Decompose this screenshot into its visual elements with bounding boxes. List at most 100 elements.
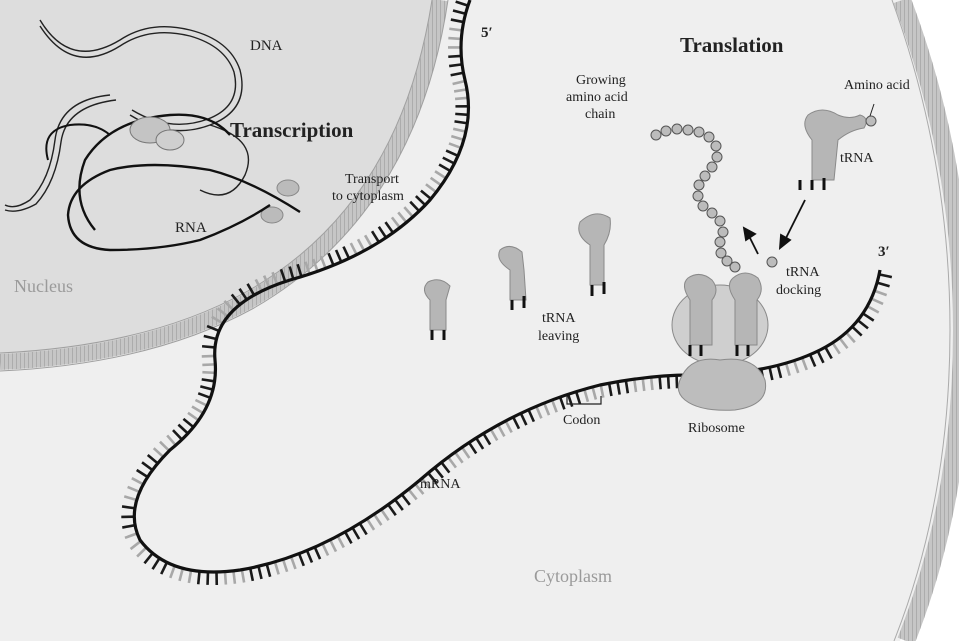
mrna-base — [857, 319, 869, 330]
mrna-base — [838, 337, 849, 350]
mrna-base — [351, 527, 361, 540]
cytoplasm-label: Cytoplasm — [534, 566, 612, 586]
mrna-base — [448, 36, 462, 41]
amino-acid-bead — [697, 200, 709, 212]
mrna-base — [131, 477, 144, 486]
mrna-base — [535, 405, 543, 419]
mrna-base — [334, 249, 343, 263]
mrna-base — [152, 447, 165, 458]
mrna-base — [123, 495, 138, 502]
amino-acid-bead — [721, 255, 733, 267]
amino-acid-bead-docking — [766, 256, 778, 268]
mrna-base — [482, 432, 492, 446]
amino-acid-pointer — [869, 103, 875, 117]
mrna-base — [342, 246, 351, 259]
mrna-base — [824, 346, 833, 360]
trna-leaving-label-1: tRNA — [542, 311, 576, 326]
amino-acid-bead — [706, 161, 718, 173]
mrna-base — [450, 134, 465, 142]
mrna-base — [873, 289, 888, 297]
mrna-base — [380, 508, 390, 521]
amino-acid-bead — [711, 151, 723, 163]
mrna-base — [377, 226, 388, 239]
amino-acid-bead — [693, 126, 705, 138]
mrna-base — [414, 483, 425, 495]
mrna-base — [851, 325, 863, 337]
mrna-base — [248, 567, 255, 582]
trna-docking-label-2: docking — [776, 283, 821, 298]
mrna-base — [403, 206, 414, 218]
mrna-base — [169, 565, 176, 579]
mrna-base — [433, 466, 444, 479]
mrna-base — [281, 558, 289, 573]
mrna-base — [666, 375, 671, 389]
amino-acid-bead — [699, 170, 711, 182]
nuclear-rna — [66, 163, 301, 252]
trna-leaving-label-2: leaving — [538, 329, 579, 344]
mrna-base — [313, 546, 322, 560]
amino-acid-bead — [660, 125, 672, 137]
mrna-base — [448, 142, 462, 150]
mrna-base — [449, 27, 463, 32]
mrna-base — [390, 216, 401, 229]
mrna-base — [297, 553, 305, 567]
mrna-base — [658, 376, 662, 390]
mrna-base — [289, 556, 297, 570]
mrna-base — [496, 424, 506, 437]
mrna-base — [519, 412, 528, 426]
mrna-base — [199, 385, 214, 391]
mrna-base — [201, 344, 216, 349]
mrna-base — [230, 293, 241, 306]
mrna-base — [397, 211, 408, 224]
mrna-base — [475, 437, 485, 450]
mrna-base — [336, 535, 345, 549]
mrna-base — [178, 567, 185, 582]
mrna-base — [201, 378, 215, 383]
ribosome-label: Ribosome — [688, 421, 745, 436]
mrna-base — [370, 230, 380, 243]
codon-bracket — [566, 396, 602, 405]
mrna-base — [232, 570, 237, 584]
mrna-base — [420, 477, 432, 490]
mrna-base — [816, 350, 825, 364]
mrna-base — [414, 195, 427, 207]
mrna-base — [223, 300, 235, 312]
mrna-base — [452, 127, 467, 133]
mrna-base — [246, 283, 256, 296]
mrna-base — [358, 522, 368, 536]
mrna-base — [776, 365, 783, 379]
five-prime-label: 5′ — [481, 25, 493, 41]
mrna-base — [447, 456, 457, 469]
mrna-base — [440, 461, 451, 474]
mrna-base — [792, 360, 800, 374]
mrna-base — [387, 503, 397, 516]
mrna-base — [257, 565, 263, 580]
mrna-base — [216, 307, 229, 318]
mrna-base — [616, 381, 621, 395]
amino-acid-bead — [714, 215, 726, 227]
mrna-base — [223, 571, 228, 585]
amino-acid-bead — [671, 123, 683, 135]
mrna-base — [305, 550, 314, 564]
amino-acid-bead — [682, 124, 694, 136]
nucleus-label: Nucleus — [14, 276, 73, 296]
mrna-base — [808, 354, 817, 368]
mrna-base — [866, 305, 880, 314]
dna-label: DNA — [250, 38, 283, 54]
mrna-base — [373, 513, 383, 526]
mrna-base — [425, 183, 438, 194]
growing-label-2: amino acid — [566, 90, 628, 105]
mrna-base — [878, 273, 893, 279]
mrna-base — [262, 275, 271, 289]
nuclear-pore — [260, 179, 300, 224]
codon-label: Codon — [563, 413, 600, 428]
amino-acid-bead — [710, 140, 722, 152]
mrna-base — [455, 112, 469, 117]
mrna-base — [450, 71, 464, 77]
mrna-base — [203, 334, 217, 341]
mrna-base — [467, 441, 478, 455]
amino-acid-bead — [692, 190, 704, 202]
mrna-base — [434, 170, 447, 180]
nucleus-region — [0, 0, 440, 362]
amino-acid-bead — [693, 179, 705, 191]
